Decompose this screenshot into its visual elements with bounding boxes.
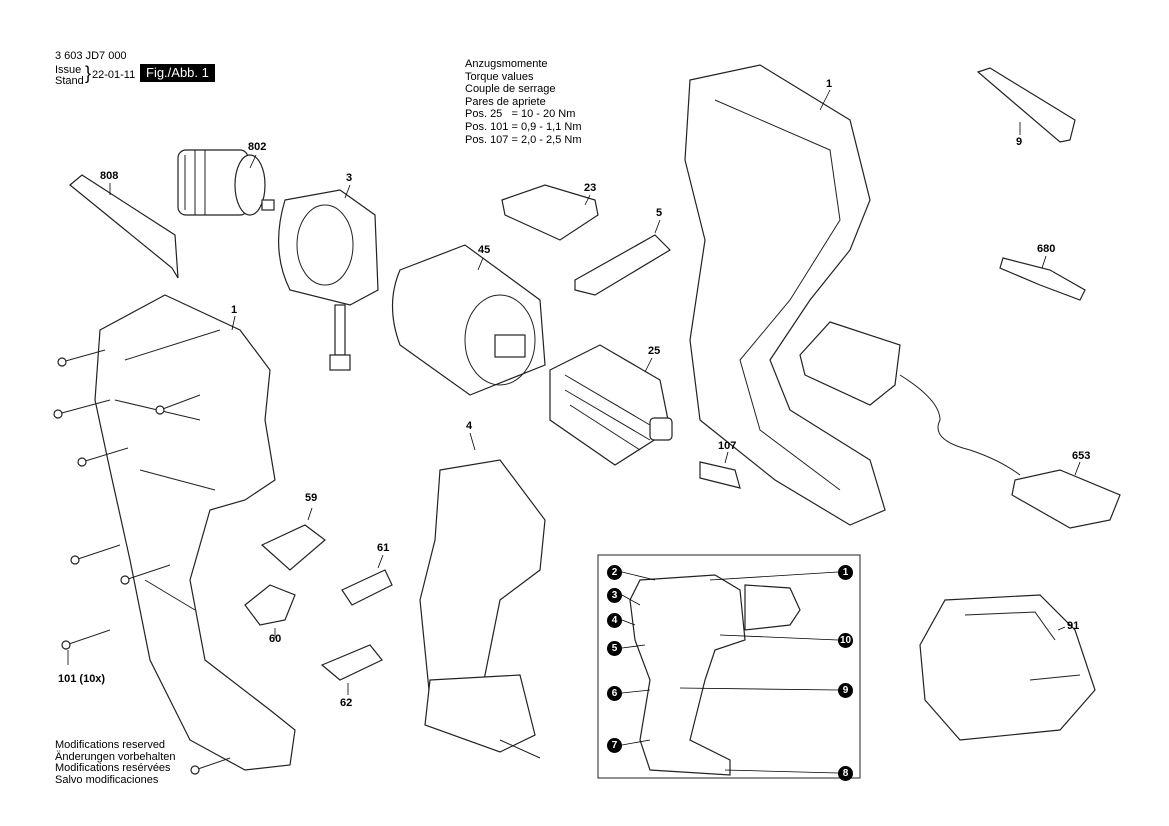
gear-housing-3 [278, 184, 379, 371]
badge-4: 4 [607, 613, 622, 628]
callout-59: 59 [305, 492, 318, 504]
badge-7: 7 [607, 738, 622, 753]
torque-line: Torque values [465, 70, 534, 83]
torque-line: Pos. 107 = 2,0 - 2,5 Nm [465, 133, 582, 146]
callout-680: 680 [1037, 243, 1056, 255]
bit-680 [999, 257, 1086, 301]
usb-adapter-653 [799, 321, 1121, 529]
brace: } [85, 63, 92, 83]
badge-2: 2 [607, 565, 622, 580]
callout-45: 45 [478, 244, 491, 256]
contact-62 [320, 644, 383, 681]
callout-23: 23 [584, 182, 597, 194]
figure-label: Fig./Abb. 1 [140, 64, 215, 82]
badge-1: 1 [838, 565, 853, 580]
issue-label: Issue [55, 64, 82, 76]
callout-61: 61 [377, 542, 390, 554]
screw-107 [699, 461, 741, 489]
gearbox-45 [391, 244, 546, 396]
inset-leader-lines [621, 571, 839, 774]
callout-1-top: 1 [826, 78, 833, 90]
clip-59 [260, 524, 326, 571]
modifications-line: Modifications resérvées [55, 762, 171, 774]
callout-60: 60 [269, 633, 282, 645]
badge-9: 9 [838, 683, 853, 698]
modifications-note: Modifications reserved Änderungen vorbeh… [55, 739, 176, 786]
slider-5 [574, 234, 671, 296]
torque-line: Pos. 101 = 0,9 - 1,1 Nm [465, 120, 582, 133]
badge-6: 6 [607, 686, 622, 701]
modifications-line: Salvo modificaciones [55, 773, 159, 786]
badge-8: 8 [838, 766, 853, 781]
callout-62: 62 [340, 697, 353, 709]
torque-line: Pos. 25 = 10 - 20 Nm [465, 108, 576, 121]
modifications-line: Modifications reserved [55, 739, 166, 751]
callout-1-left: 1 [231, 304, 238, 316]
callout-653: 653 [1072, 450, 1091, 462]
switch-4 [419, 432, 546, 759]
torque-line: Couple de serrage [465, 83, 556, 96]
inset-drill [629, 574, 801, 776]
torque-line: Pares de apriete [465, 95, 546, 108]
screws-101 [53, 349, 231, 775]
badge-10: 10 [838, 633, 853, 648]
callout-5: 5 [656, 207, 663, 219]
badge-3: 3 [607, 588, 622, 603]
label-strip-808 [69, 174, 179, 279]
part-number: 3 603 JD7 000 [55, 50, 127, 62]
callout-802: 802 [248, 141, 267, 153]
housing-left-1 [94, 294, 296, 771]
spring-60 [244, 584, 296, 626]
modifications-line: Änderungen vorbehalten [55, 750, 176, 763]
badge-5: 5 [607, 641, 622, 656]
motor-802 [177, 149, 275, 216]
callout-9: 9 [1016, 136, 1023, 148]
stand-label: Stand [55, 75, 84, 87]
cover-23 [501, 184, 599, 241]
callout-107: 107 [718, 440, 737, 452]
callout-101: 101 (10x) [58, 673, 106, 685]
callout-25: 25 [648, 345, 661, 357]
chuck-25 [549, 344, 673, 466]
callout-4: 4 [466, 420, 473, 432]
charger-91 [919, 594, 1096, 741]
issue-date: 22-01-11 [92, 69, 136, 81]
inset-frame [597, 554, 861, 779]
torque-values: Anzugsmomente Torque values Couple de se… [465, 58, 581, 146]
callout-3: 3 [346, 172, 353, 184]
torque-line: Anzugsmomente [465, 58, 548, 70]
callout-91: 91 [1067, 620, 1080, 632]
callout-808: 808 [100, 170, 119, 182]
board-61 [341, 569, 393, 606]
housing-right-1 [684, 64, 886, 526]
label-strip-9 [976, 67, 1076, 143]
